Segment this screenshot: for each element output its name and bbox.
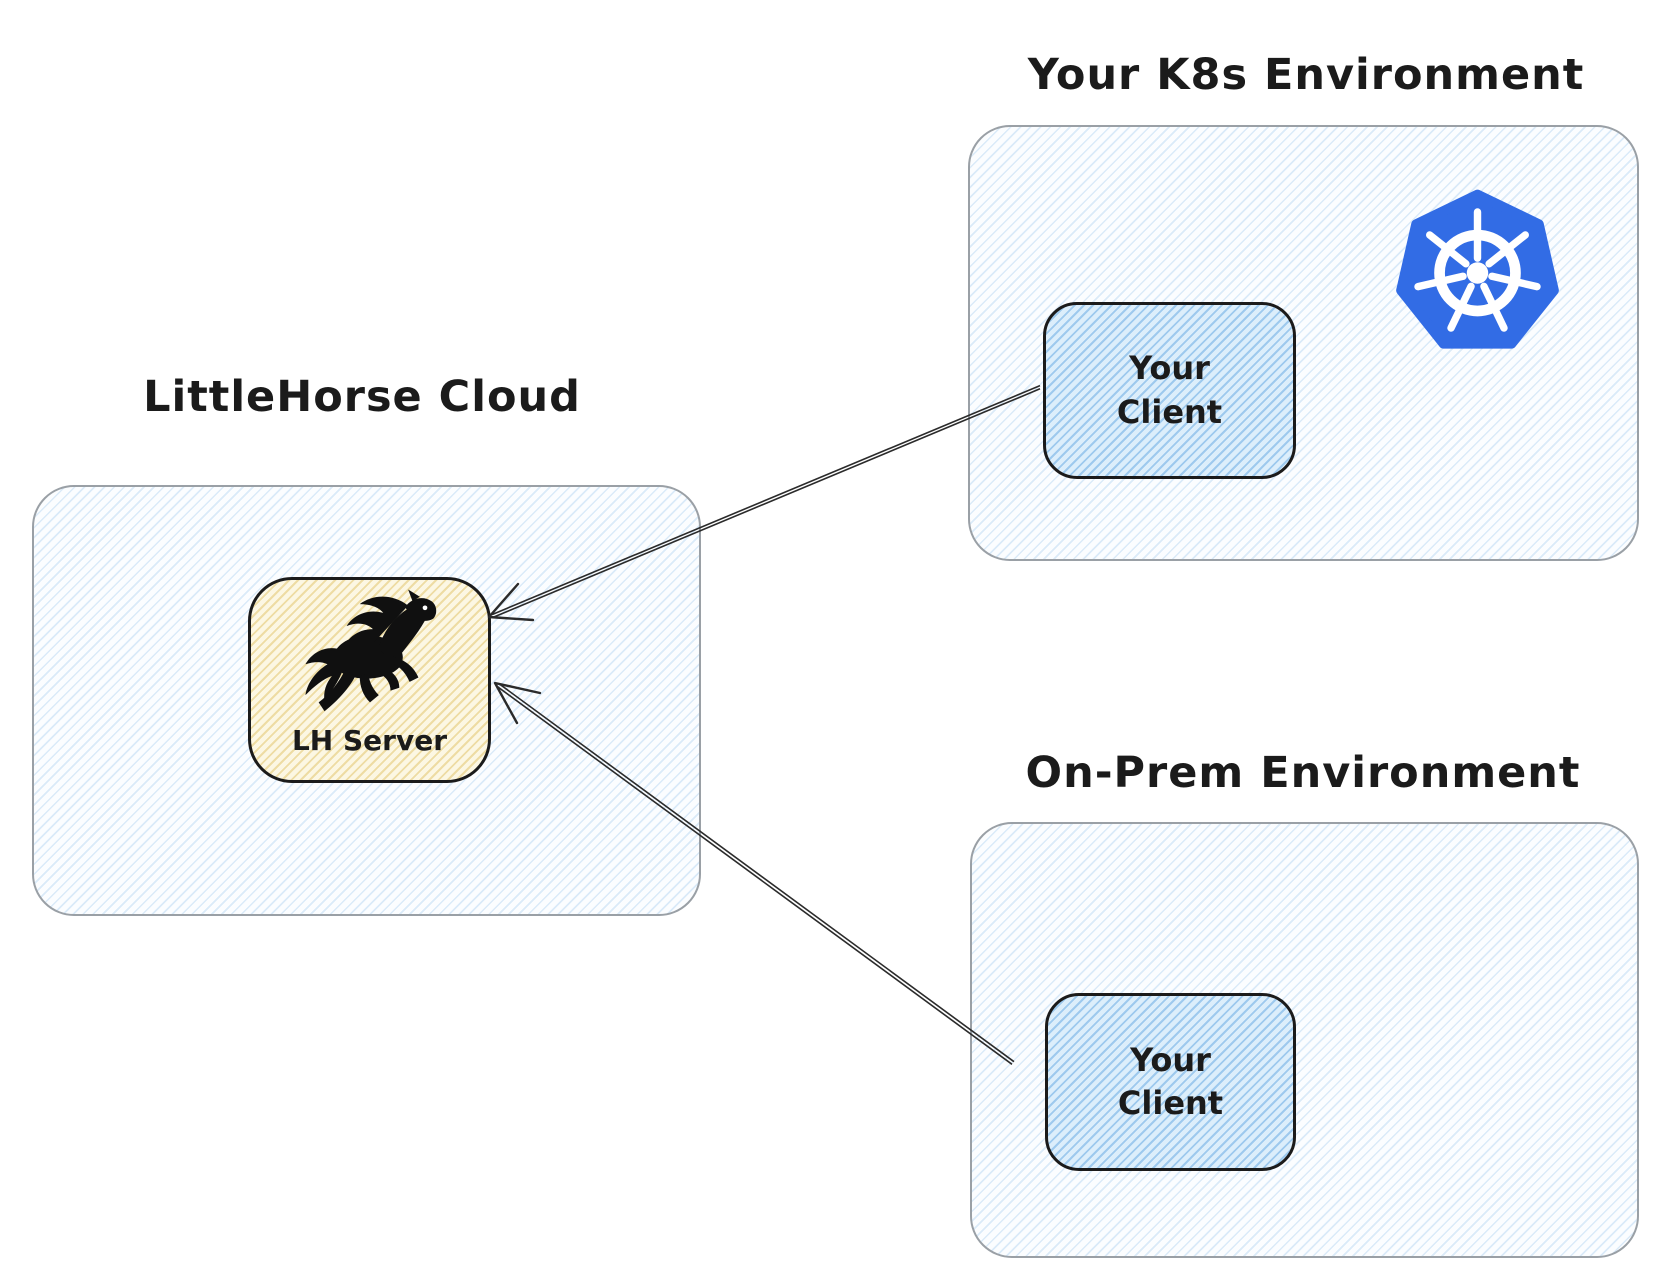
kubernetes-icon [1396, 189, 1559, 349]
k8s-environment-box [968, 125, 1639, 561]
lh-server-label: LH Server [291, 724, 448, 757]
littlehorse-cloud-title: LittleHorse Cloud [143, 372, 581, 422]
onprem-your-client-node: Your Client [1045, 993, 1296, 1171]
k8s-client-label-line2: Client [1116, 392, 1223, 431]
k8s-client-label-line1: Your [1129, 349, 1210, 388]
onprem-client-label-line1: Your [1130, 1040, 1211, 1079]
k8s-environment-title: Your K8s Environment [1027, 50, 1585, 100]
k8s-your-client-node: Your Client [1043, 302, 1296, 479]
lh-server-node: LH Server [248, 577, 491, 783]
onprem-client-label-line2: Client [1117, 1084, 1224, 1122]
onprem-environment-title: On-Prem Environment [1025, 748, 1581, 798]
horse-icon [304, 589, 436, 712]
